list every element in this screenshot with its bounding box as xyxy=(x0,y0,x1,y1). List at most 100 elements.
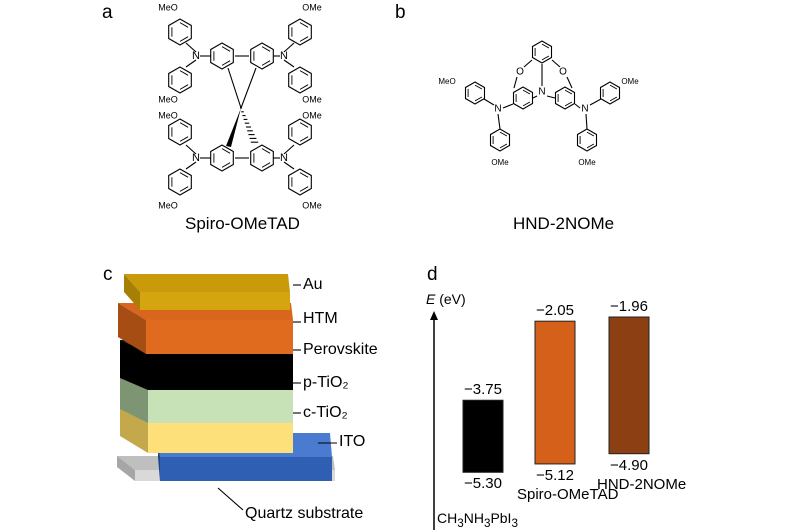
wedge-bond xyxy=(226,108,241,147)
bond xyxy=(589,98,602,106)
upper-label-2: −1.96 xyxy=(610,298,648,315)
lower-label-0: −5.30 xyxy=(464,475,502,493)
methoxy-label: OMe xyxy=(302,94,322,104)
double-bond xyxy=(474,96,483,102)
bond xyxy=(585,113,588,130)
nitrogen-atom: N xyxy=(280,152,288,164)
layer-label-c-tio2: c-TiO₂ xyxy=(303,404,348,421)
bond xyxy=(523,59,533,68)
energy-bar-0 xyxy=(462,399,504,473)
double-bond xyxy=(299,36,309,42)
layer-label-p-tio2: p-TiO₂ xyxy=(303,374,349,391)
double-bond xyxy=(299,70,309,76)
methoxy-label: OMe xyxy=(578,158,596,167)
methoxy-label: OMe xyxy=(302,200,322,210)
double-bond xyxy=(179,84,189,90)
nitrogen-atom: N xyxy=(494,104,501,115)
double-bond xyxy=(564,89,573,95)
methoxy-label: OMe xyxy=(302,110,322,120)
double-bond xyxy=(586,143,595,149)
bond xyxy=(566,76,573,89)
double-bond xyxy=(179,136,189,142)
methoxy-label: MeO xyxy=(158,110,178,120)
benzene-ring xyxy=(250,144,274,172)
benzene-ring xyxy=(168,66,192,94)
spiro-bond xyxy=(227,67,242,109)
double-bond xyxy=(299,84,309,90)
energy-unit: (eV) xyxy=(439,291,466,307)
bond xyxy=(574,103,581,109)
bond xyxy=(497,113,501,130)
lower-label-2: −4.90 xyxy=(610,456,648,474)
layer-c-tio2-front xyxy=(148,420,293,453)
energy-axis-label: E (eV) xyxy=(426,291,466,307)
methoxy-label: OMe xyxy=(621,77,639,86)
bond xyxy=(185,161,197,170)
layer-label-perovskite: Perovskite xyxy=(303,341,378,358)
benzene-ring xyxy=(599,81,621,105)
double-bond xyxy=(179,122,189,128)
nitrogen-atom: N xyxy=(581,104,588,115)
bond xyxy=(551,59,561,68)
layer-p-tio2-front xyxy=(148,387,293,423)
double-bond xyxy=(299,122,309,128)
benzene-ring xyxy=(168,118,192,146)
bond xyxy=(185,144,197,155)
panel-letter-b: b xyxy=(395,2,406,23)
double-bond xyxy=(221,60,231,66)
bond xyxy=(283,42,295,53)
double-bond xyxy=(221,148,231,154)
layer-au-top xyxy=(124,274,290,292)
methoxy-label: MeO xyxy=(438,77,455,86)
panel-letter-d: d xyxy=(427,264,438,285)
double-bond xyxy=(179,22,189,28)
double-bond xyxy=(179,186,189,192)
double-bond xyxy=(586,131,595,137)
upper-label-1: −2.05 xyxy=(536,302,574,320)
layer-label-quartz: Quartz substrate xyxy=(245,505,364,522)
methoxy-label: MeO xyxy=(158,2,178,12)
device-stack-diagram xyxy=(117,274,337,511)
oxygen-atom: O xyxy=(516,67,524,78)
layer-htm-side xyxy=(118,303,146,354)
layer-c-tio2-side xyxy=(120,403,148,453)
double-bond xyxy=(609,84,618,90)
double-bond xyxy=(499,131,508,137)
double-bond xyxy=(261,162,271,168)
layer-perovskite-front xyxy=(148,352,293,390)
bond xyxy=(283,161,295,170)
nitrogen-atom: N xyxy=(538,87,545,98)
double-bond xyxy=(179,172,189,178)
benzene-ring xyxy=(168,168,192,196)
double-bond xyxy=(179,70,189,76)
category-label-1: Spiro-OMeTAD xyxy=(517,485,619,503)
bond xyxy=(513,76,518,89)
layer-label-ito: ITO xyxy=(339,433,366,450)
benzene-ring xyxy=(250,42,274,70)
nitrogen-atom: N xyxy=(192,50,200,62)
bond xyxy=(546,95,556,99)
double-bond xyxy=(261,60,271,66)
bond xyxy=(502,103,514,109)
double-bond xyxy=(541,43,550,49)
benzene-ring xyxy=(554,86,576,110)
benzene-ring xyxy=(168,18,192,46)
bond xyxy=(283,59,295,68)
double-bond xyxy=(221,46,231,52)
layer-ito-front xyxy=(160,457,332,481)
energy-symbol: E xyxy=(426,291,436,307)
methoxy-label: OMe xyxy=(302,2,322,12)
bond xyxy=(532,95,538,99)
double-bond xyxy=(609,96,618,102)
benzene-ring xyxy=(288,118,312,146)
methoxy-label: MeO xyxy=(158,94,178,104)
layer-au-front xyxy=(140,292,290,310)
hnd-2nome-label: HND-2NOMe xyxy=(513,214,615,233)
double-bond xyxy=(541,55,550,61)
layer-au-side xyxy=(124,274,140,310)
category-label-0: CH3NH3PbI3 xyxy=(437,510,518,530)
bond xyxy=(185,59,197,68)
benzene-ring xyxy=(489,128,511,152)
